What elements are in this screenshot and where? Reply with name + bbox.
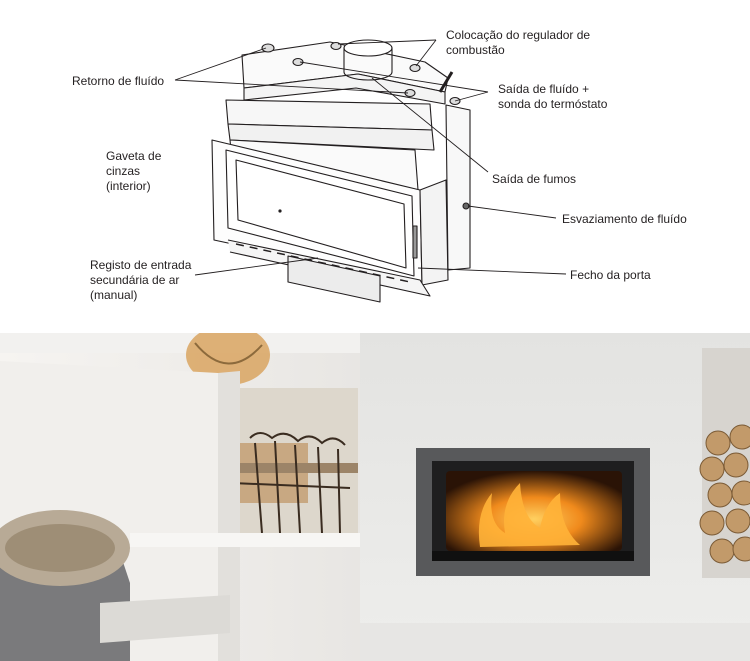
installation-photo bbox=[0, 333, 750, 661]
label-drain: Esvaziamento de fluído bbox=[562, 212, 687, 226]
technical-diagram-panel: Colocação do regulador de combustão Reto… bbox=[72, 28, 687, 303]
label-fluid-out: Saída de fluído + sonda do termóstato bbox=[498, 82, 608, 111]
label-air-inlet: Registo de entrada secundária de ar (man… bbox=[90, 258, 192, 302]
label-return-fluid: Retorno de fluído bbox=[72, 74, 165, 88]
label-smoke-out: Saída de fumos bbox=[492, 172, 577, 186]
label-regulator: Colocação do regulador de combustão bbox=[446, 28, 591, 57]
label-ash-drawer: Gaveta de cinzas (interior) bbox=[106, 149, 162, 193]
label-door-lock: Fecho da porta bbox=[570, 268, 651, 282]
room-photo-illustration bbox=[0, 333, 750, 661]
fireplace-line-drawing bbox=[174, 39, 567, 303]
